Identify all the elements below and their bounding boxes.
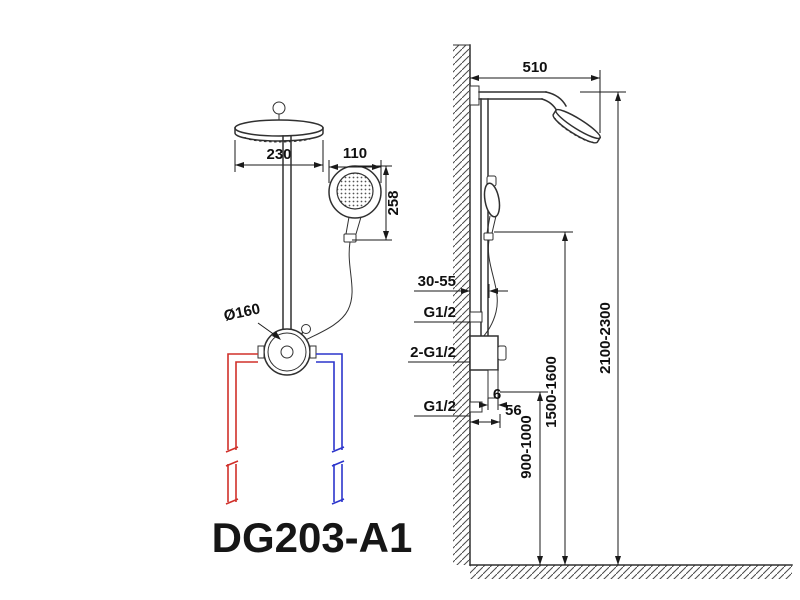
dim-arrow <box>562 232 568 241</box>
dim-arrow <box>491 419 500 425</box>
wall-hatch <box>453 45 470 565</box>
dim-arrow <box>591 75 600 81</box>
hot-water-pipe <box>225 353 258 505</box>
dim-hand-length: 258 <box>385 190 402 215</box>
dim-wall-offset: 30-55 <box>418 273 456 290</box>
hose-side <box>476 239 498 347</box>
label-dual-inlet: 2-G1/2 <box>410 344 456 361</box>
label-dual-inlet-group: 2-G1/2 <box>408 344 470 363</box>
dim-mixer-height: 900-1000 <box>518 415 535 478</box>
dim-wall-offset-group: 30-55 <box>414 273 508 298</box>
dim-arrow <box>383 231 389 240</box>
hand-shower-front <box>328 165 382 243</box>
dim-head-width: 230 <box>266 146 291 163</box>
dim-arrow <box>615 556 621 565</box>
label-top-inlet-group: G1/2 <box>414 304 470 323</box>
floor-hatch <box>470 565 792 579</box>
label-bottom-inlet-group: G1/2 <box>414 398 470 417</box>
shower-head-side <box>552 108 602 144</box>
arm-wall-flange <box>469 85 480 106</box>
hand-shower-hose-front <box>301 241 353 343</box>
dim-hand-shower-height-group: 1500-1600 <box>494 231 573 565</box>
dim-arrow <box>461 288 470 294</box>
dim-arrow <box>537 392 543 401</box>
lever-knob <box>301 324 311 334</box>
mixer-side <box>469 311 507 413</box>
cold-water-pipe <box>316 353 345 505</box>
floor-section <box>469 564 793 579</box>
mixer-front <box>257 324 317 376</box>
dim-total-height: 2100-2300 <box>597 302 614 374</box>
dim-arrow <box>470 75 479 81</box>
dim-arrow <box>615 92 621 101</box>
dim-arrow <box>489 288 498 294</box>
hose-nut-side <box>483 232 494 241</box>
mixer-left-nut <box>257 345 265 359</box>
dim-hand-shower-height: 1500-1600 <box>543 356 560 428</box>
dim-arrow <box>235 162 244 168</box>
hanger-ring <box>272 101 286 121</box>
dim-arrow <box>329 164 338 170</box>
leader-arrow <box>272 331 281 340</box>
hand-shower-face <box>336 172 374 210</box>
dim-outlet-offset-group: 56 <box>470 402 522 428</box>
shower-arm-side <box>469 85 602 144</box>
mixer-body-side <box>469 335 499 371</box>
shower-head-front <box>234 119 324 143</box>
hose-nut <box>343 233 357 243</box>
dim-total-height-group: 2100-2300 <box>580 91 626 565</box>
dim-outlet-width-group: 6 <box>479 386 507 410</box>
dim-hand-length-group: 258 <box>352 165 402 241</box>
dim-arrow <box>372 164 381 170</box>
dim-outlet-offset: 56 <box>505 402 522 419</box>
side-view: 510 30-55 G1/2 <box>408 44 793 579</box>
label-mixer-diameter: Ø160 <box>222 300 261 324</box>
dim-arrow <box>383 166 389 175</box>
dim-arrow <box>498 402 507 408</box>
dim-mixer-height-group: 900-1000 <box>500 391 548 565</box>
wall-section <box>453 44 471 566</box>
dim-hand-width-group: 110 <box>328 145 382 183</box>
front-view: 230 110 258 <box>212 101 413 561</box>
hand-shower-side <box>476 182 501 347</box>
dim-arm-reach: 510 <box>522 59 547 76</box>
mixer-right-nut <box>309 345 317 359</box>
dim-head-width-group: 230 <box>234 140 324 172</box>
dim-arrow <box>314 162 323 168</box>
dim-hand-width: 110 <box>343 145 367 162</box>
label-bottom-inlet: G1/2 <box>423 398 456 415</box>
riser-pipe-front <box>282 135 292 331</box>
dim-arrow <box>537 556 543 565</box>
mixer-knob-side <box>497 345 507 361</box>
bottom-outlet <box>487 369 499 399</box>
riser-pipe-side <box>480 98 489 337</box>
dim-arrow <box>470 419 479 425</box>
dim-arrow <box>562 556 568 565</box>
dim-outlet-width: 6 <box>493 386 501 403</box>
model-title: DG203-A1 <box>212 514 413 561</box>
dim-arm-reach-group: 510 <box>470 59 601 133</box>
dim-arrow <box>479 402 488 408</box>
top-inlet-fitting <box>469 311 483 323</box>
label-top-inlet: G1/2 <box>423 304 456 321</box>
